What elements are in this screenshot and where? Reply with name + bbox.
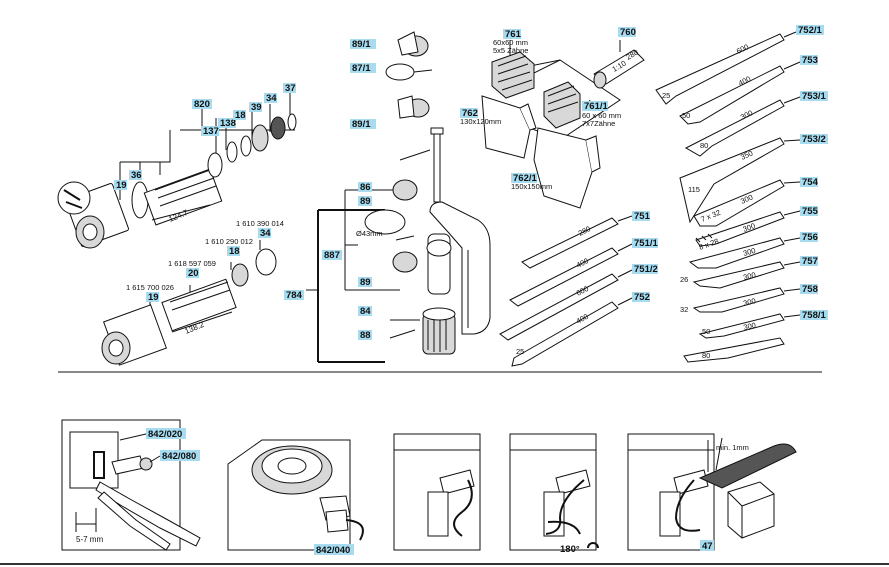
label-762: 762 <box>462 108 478 119</box>
brush-replacement-step-3 <box>393 433 481 551</box>
part-number-1615700026: 1 615 700 026 <box>126 283 174 292</box>
chisel-758-1-width: 80 <box>702 351 710 360</box>
label-37: 37 <box>285 83 296 94</box>
min-1mm-clearance: min. 1mm <box>716 443 749 452</box>
label-89-1-bottom: 89/1 <box>352 119 371 130</box>
label-755: 755 <box>802 206 819 217</box>
label-784: 784 <box>286 290 303 301</box>
label-842-040: 842/040 <box>316 545 350 556</box>
part-number-1618597059: 1 618 597 059 <box>168 259 216 268</box>
label-34-lower: 34 <box>260 228 271 239</box>
pointed-chisels: 280 400 600 400 25 751 751/1 751/2 752 <box>499 211 658 367</box>
label-751-1: 751/1 <box>634 238 658 249</box>
label-761-1: 761/1 <box>584 101 608 112</box>
spec-762-size: 130x120mm <box>460 117 501 126</box>
label-36: 36 <box>131 170 142 181</box>
label-39: 39 <box>251 102 262 113</box>
chisel-757-length: 300 <box>742 270 756 282</box>
label-87-1: 87/1 <box>352 63 371 74</box>
rotation-180-degrees: 180° <box>560 544 580 555</box>
dimension-43mm: Ø43mm <box>356 229 383 238</box>
chisel-752-width: 25 <box>516 347 524 356</box>
label-89-1-top: 89/1 <box>352 39 371 50</box>
label-19-lower: 19 <box>148 292 159 303</box>
label-89-lower: 89 <box>360 277 371 288</box>
label-18-upper: 18 <box>235 110 246 121</box>
center-labels: 89/1 87/1 89/1 86 89 887 89 784 84 88 <box>284 39 376 341</box>
spec-761-teeth: 5x5 Zähne <box>493 46 528 55</box>
label-18-lower: 18 <box>229 246 240 257</box>
label-751-2: 751/2 <box>634 264 658 275</box>
spec-761-size: 60x60 mm <box>493 38 528 47</box>
label-753-1: 753/1 <box>802 91 826 102</box>
label-34-upper: 34 <box>266 93 277 104</box>
upper-left-labels: 820 137 138 18 39 34 37 19 36 <box>114 83 296 191</box>
label-756: 756 <box>802 232 818 243</box>
chisel-753-width: 50 <box>682 111 690 120</box>
spec-761-1-teeth: 7x7Zähne <box>582 119 615 128</box>
label-842-020: 842/020 <box>148 429 182 440</box>
brush-replacement-step-5: min. 1mm 47 <box>627 433 797 552</box>
label-138: 138 <box>220 118 236 129</box>
label-842-080: 842/080 <box>162 451 196 462</box>
label-89-upper: 89 <box>360 196 371 207</box>
label-137: 137 <box>203 126 219 137</box>
label-820: 820 <box>194 99 210 110</box>
label-752-1: 752/1 <box>798 25 822 36</box>
brush-length-5-7mm: 5-7 mm <box>76 535 103 544</box>
label-753-2: 753/2 <box>802 134 826 145</box>
label-84: 84 <box>360 306 371 317</box>
chisel-756-length: 300 <box>742 246 757 258</box>
flat-chisels: 600 400 300 350 300 300 300 300 300 300 … <box>655 31 801 363</box>
label-753: 753 <box>802 55 818 66</box>
label-760: 760 <box>620 27 636 38</box>
label-86: 86 <box>360 182 371 193</box>
brush-replacement-step-4: 180° <box>509 433 599 555</box>
lower-tool-holder-assembly: 138.2 1 610 390 014 34 1 610 290 012 18 … <box>101 219 284 366</box>
chisel-752-1-width: 25 <box>662 91 670 100</box>
bush-hammer-labels: 761 60x60 mm 5x5 Zähne 760 762 130x120mm… <box>460 27 636 191</box>
label-47: 47 <box>702 541 713 552</box>
label-88: 88 <box>360 330 371 341</box>
label-761: 761 <box>505 29 522 40</box>
chisel-753-1-width: 80 <box>700 141 708 150</box>
label-752: 752 <box>634 292 650 303</box>
spec-761-1-size: 60 x 60 mm <box>582 111 621 120</box>
brush-replacement-step-1: 5-7 mm 842/020 842/080 <box>61 419 201 551</box>
label-758: 758 <box>802 284 818 295</box>
chisel-758-1-length: 300 <box>743 321 757 332</box>
brush-replacement-step-2: 842/040 <box>227 439 364 556</box>
auxiliary-handle-assembly: Ø43mm <box>306 31 491 363</box>
part-number-1610390014: 1 610 390 014 <box>236 219 284 228</box>
label-754: 754 <box>802 177 819 188</box>
flat-chisel-labels: 752/1 753 753/1 753/2 754 755 756 757 75… <box>796 25 828 321</box>
part-number-1610290012: 1 610 290 012 <box>205 237 253 246</box>
chisel-758-length: 300 <box>742 296 756 308</box>
label-20: 20 <box>188 268 199 279</box>
label-887: 887 <box>324 250 340 261</box>
chisel-757-width: 26 <box>680 275 688 284</box>
chisel-758-width: 32 <box>680 305 688 314</box>
spec-762-1-size: 150x150mm <box>511 182 552 191</box>
chisel-753-2-width: 115 <box>688 185 700 194</box>
label-751: 751 <box>634 211 651 222</box>
chisel-758-1-width-upper: 50 <box>702 327 710 336</box>
label-757: 757 <box>802 256 818 267</box>
label-762-1: 762/1 <box>513 173 537 184</box>
label-19-upper: 19 <box>116 180 127 191</box>
chisel-755-length: 300 <box>742 221 757 234</box>
label-758-1: 758/1 <box>802 310 826 321</box>
bush-hammer-accessories: 1:10 280 <box>481 40 645 209</box>
